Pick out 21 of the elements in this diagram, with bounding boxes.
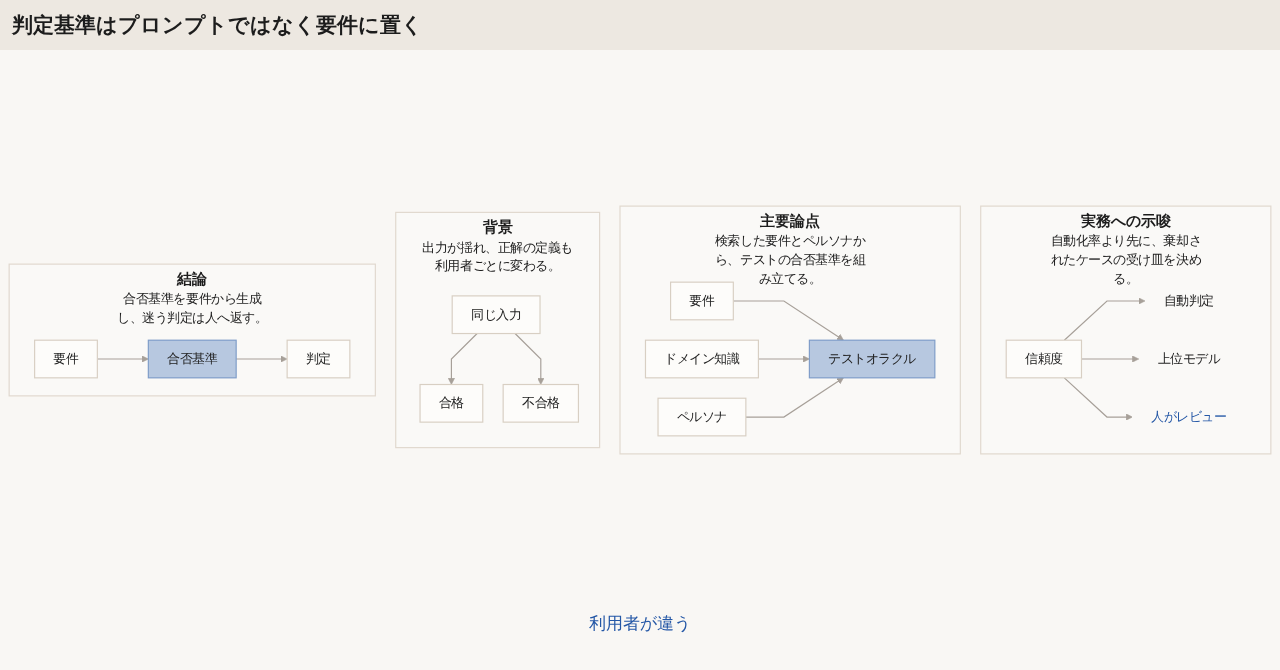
arrow	[1063, 377, 1133, 421]
node-box: 不合格	[502, 383, 580, 423]
arrow	[745, 377, 844, 418]
node-box: 信頼度	[1005, 339, 1083, 379]
arrow	[1063, 297, 1146, 341]
node-text: 自動判定	[1163, 293, 1215, 309]
node-box: テストオラクル	[808, 339, 936, 379]
node-box: ペルソナ	[657, 397, 747, 437]
node-box: ドメイン知識	[644, 339, 759, 379]
node-box: 合格	[419, 383, 484, 423]
node-text: 人がレビュー	[1151, 409, 1227, 425]
node-box: 判定	[286, 339, 351, 379]
node-text: 上位モデル	[1157, 351, 1221, 367]
title: 判定基準はプロンプトではなく要件に置く	[12, 12, 423, 39]
node-box: 要件	[34, 339, 98, 379]
node-box: 合否基準	[147, 339, 237, 379]
node-box: 要件	[670, 281, 734, 321]
arrow	[447, 332, 478, 385]
node-box: 同じ入力	[451, 295, 541, 335]
arrow	[514, 332, 545, 385]
annotation-text: 利用者が違う	[589, 612, 691, 635]
